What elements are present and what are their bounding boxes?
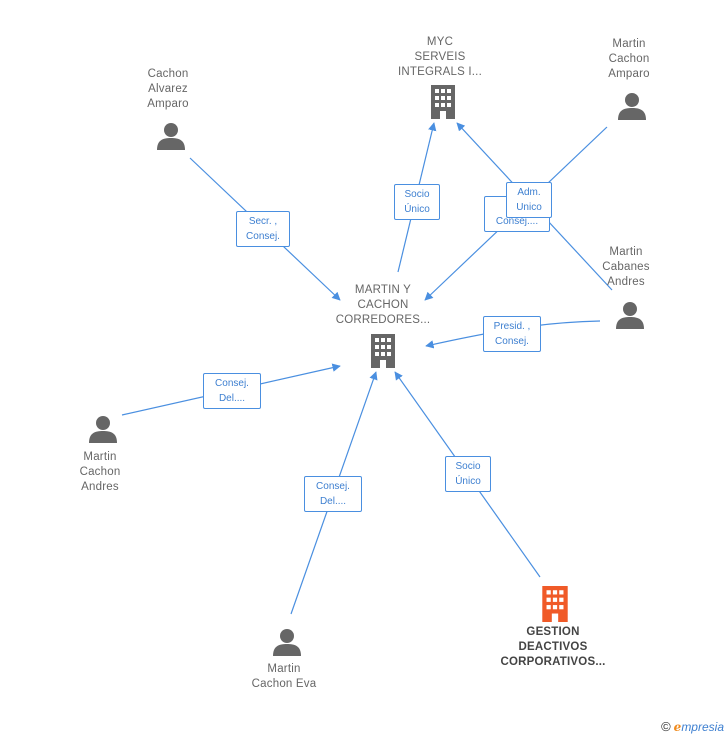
node-label-line: DEACTIVOS <box>518 641 588 653</box>
node-label-line: CORREDORES... <box>335 314 431 326</box>
node-label-line: Martin <box>267 663 301 675</box>
node-label-line: Andres <box>81 481 119 493</box>
relation-line: Presid. , <box>493 321 531 332</box>
relation-line: Consej. <box>246 231 280 242</box>
node-label-line: CORPORATIVOS... <box>500 656 606 668</box>
building-icon <box>542 586 568 622</box>
node-label-line: SERVEIS <box>414 51 466 63</box>
relation-label-consej-del[interactable]: Consej. Del.... <box>203 373 261 409</box>
node-label-line: Cachon <box>79 466 121 478</box>
node-myc[interactable]: MYC SERVEIS INTEGRALS I... <box>375 35 505 80</box>
person-icon <box>157 123 185 150</box>
relation-line: Consej.... <box>495 216 539 227</box>
node-label-line: Amparo <box>147 98 189 110</box>
node-martin-cachon-amparo[interactable]: Martin Cachon Amparo <box>564 37 694 82</box>
node-label-line: MARTIN Y <box>354 284 412 296</box>
node-label-line: CACHON <box>357 299 409 311</box>
node-label-line: Cabanes <box>602 261 650 273</box>
relation-line: Del.... <box>319 496 347 507</box>
person-icon <box>273 629 301 656</box>
relation-label-consej-del[interactable]: Consej. Del.... <box>304 476 362 512</box>
relation-line: Unico <box>516 202 542 213</box>
relation-line: Del.... <box>218 393 246 404</box>
node-label-line: Martin <box>83 451 117 463</box>
copyright-symbol: © <box>661 719 671 734</box>
relation-line: Consej. <box>215 378 249 389</box>
relation-label-secr-consej[interactable]: Secr. , Consej. <box>236 211 290 247</box>
person-icon <box>616 302 644 329</box>
relation-label-socio-unico[interactable]: Socio Único <box>394 184 440 220</box>
building-icon <box>371 334 395 368</box>
relation-line: Consej. <box>495 336 529 347</box>
node-gestion-deactivos[interactable]: GESTION DEACTIVOS CORPORATIVOS... <box>488 625 618 670</box>
brand-e: e <box>673 720 682 734</box>
person-icon <box>618 93 646 120</box>
node-label-line: INTEGRALS I... <box>398 66 482 78</box>
node-label-line: Alvarez <box>148 83 188 95</box>
empresia-logo: ©empresia <box>661 719 724 734</box>
relation-label-adm-unico[interactable]: Adm. Unico <box>506 182 552 218</box>
person-icon <box>89 416 117 443</box>
node-label-line: Cachon <box>608 53 650 65</box>
node-label-line: Andres <box>607 276 645 288</box>
node-label-line: Martin <box>612 38 646 50</box>
node-label-line: Amparo <box>608 68 650 80</box>
node-label-line: Cachon <box>147 68 189 80</box>
node-martin-cabanes-andres[interactable]: Martin Cabanes Andres <box>561 245 691 290</box>
brand-name: mpresia <box>681 720 724 734</box>
relation-line: Único <box>404 204 430 215</box>
relation-line: Socio <box>455 461 481 472</box>
relation-line: Adm. <box>517 187 541 198</box>
node-label-line: Cachon Eva <box>251 678 317 690</box>
relation-line: Secr. , <box>248 216 278 227</box>
node-label-line: Martin <box>609 246 643 258</box>
node-martin-cachon-andres[interactable]: Martin Cachon Andres <box>35 450 165 495</box>
node-center-company[interactable]: MARTIN Y CACHON CORREDORES... <box>318 283 448 328</box>
relation-line: Socio <box>404 189 430 200</box>
relation-line: Único <box>455 476 481 487</box>
node-martin-cachon-eva[interactable]: Martin Cachon Eva <box>219 662 349 692</box>
building-icon <box>431 85 455 119</box>
relation-line: Consej. <box>316 481 350 492</box>
node-cachon-alvarez-amparo[interactable]: Cachon Alvarez Amparo <box>103 67 233 112</box>
relation-label-socio-unico[interactable]: Socio Único <box>445 456 491 492</box>
relation-label-presid-consej[interactable]: Presid. , Consej. <box>483 316 541 352</box>
node-label-line: GESTION <box>526 626 580 638</box>
node-label-line: MYC <box>426 36 454 48</box>
